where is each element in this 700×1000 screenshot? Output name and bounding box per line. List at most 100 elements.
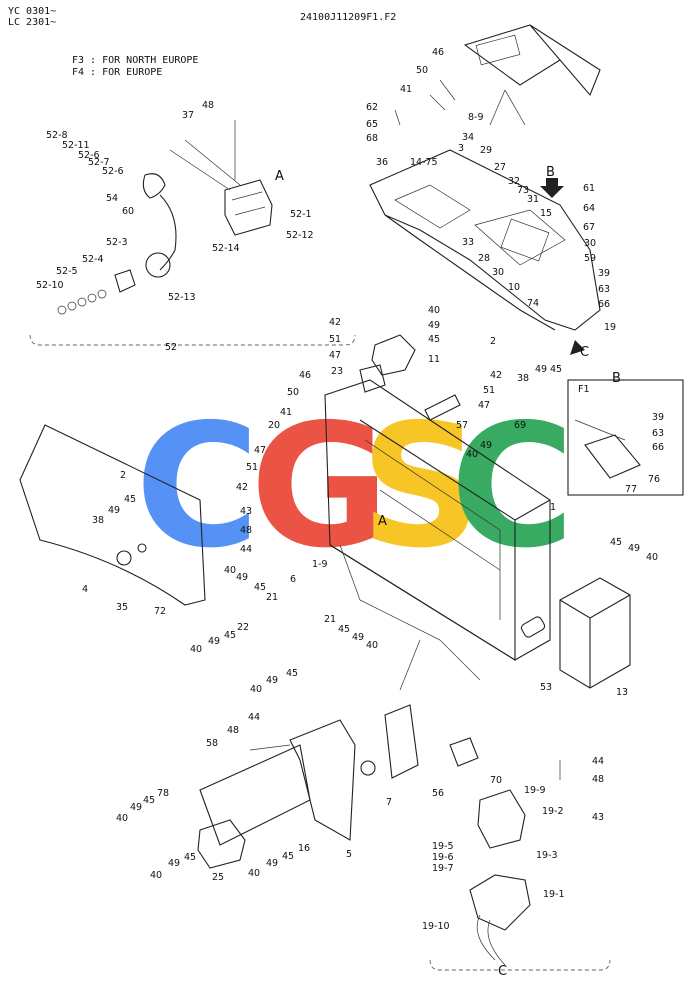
label-44a: 44 xyxy=(240,544,252,555)
watermark: C G S C xyxy=(135,388,575,586)
label-50b: 50 xyxy=(287,387,299,398)
leader-misc xyxy=(249,544,561,780)
label-51a: 51 xyxy=(329,334,341,345)
label-27: 27 xyxy=(494,162,506,173)
label-45h: 45 xyxy=(610,537,622,548)
label-15: 15 xyxy=(540,208,552,219)
console-frame-slot xyxy=(394,184,471,229)
label-41b: 41 xyxy=(280,407,292,418)
label-66b: 66 xyxy=(652,442,664,453)
label-33: 33 xyxy=(462,237,474,248)
label-44b: 44 xyxy=(248,712,260,723)
bracket-16 xyxy=(199,744,311,846)
label-3: 3 xyxy=(458,143,464,154)
label-25: 25 xyxy=(212,872,224,883)
line-art xyxy=(19,24,684,971)
label-40a: 40 xyxy=(428,305,440,316)
label-76: 76 xyxy=(648,474,660,485)
label-2x: 2 xyxy=(120,470,126,481)
label-49i: 49 xyxy=(628,543,640,554)
bracket-52-1 xyxy=(224,179,273,236)
label-52-4: 52-4 xyxy=(82,254,104,265)
label-10: 10 xyxy=(508,282,520,293)
label-61: 61 xyxy=(583,183,595,194)
label-46b: 46 xyxy=(299,370,311,381)
callout-b-top: B xyxy=(546,165,555,180)
watermark-letter-c1: C xyxy=(135,388,260,586)
washer-row-1 xyxy=(57,305,67,315)
washer-row-2 xyxy=(67,301,77,311)
relay-wires xyxy=(476,914,506,966)
group-c-border xyxy=(429,959,611,971)
callout-a-body: A xyxy=(378,514,387,529)
label-1: 1 xyxy=(550,502,556,513)
detail-f1-leader xyxy=(574,419,626,441)
label-74: 74 xyxy=(527,298,539,309)
label-78: 78 xyxy=(157,788,169,799)
callout-f1: F1 xyxy=(578,384,590,395)
label-43a: 43 xyxy=(240,506,252,517)
label-23: 23 xyxy=(331,366,343,377)
label-45c: 45 xyxy=(124,494,136,505)
label-38b: 38 xyxy=(92,515,104,526)
callout-b-detail-title: B xyxy=(612,371,621,386)
cover-11 xyxy=(371,334,416,376)
label-45e: 45 xyxy=(224,630,236,641)
relay-19-2 xyxy=(477,789,526,849)
unit-25 xyxy=(197,819,246,869)
label-58: 58 xyxy=(206,738,218,749)
washer-row-3 xyxy=(77,297,87,307)
label-45d: 45 xyxy=(254,582,266,593)
label-35: 35 xyxy=(116,602,128,613)
label-42a: 42 xyxy=(329,317,341,328)
label-49k: 49 xyxy=(168,858,180,869)
label-52-14: 52-14 xyxy=(212,243,240,254)
arrow-b xyxy=(540,178,564,198)
bracket-52-1-inner xyxy=(231,191,266,216)
label-49j: 49 xyxy=(130,802,142,813)
label-48c: 48 xyxy=(227,725,239,736)
arrow-c xyxy=(570,335,588,355)
console-body-slot xyxy=(520,616,546,638)
label-49f: 49 xyxy=(208,636,220,647)
relay-19-1 xyxy=(469,874,531,931)
label-40b: 40 xyxy=(466,449,478,460)
washer-row-5 xyxy=(97,289,107,299)
label-52-12: 52-12 xyxy=(286,230,314,241)
console-body-front xyxy=(329,419,516,661)
label-66a: 66 xyxy=(598,299,610,310)
lever-base xyxy=(145,252,171,278)
label-21b: 21 xyxy=(324,614,336,625)
callout-a-top: A xyxy=(275,169,284,184)
label-40f: 40 xyxy=(250,684,262,695)
drawing-code: 24100J11209F1.F2 xyxy=(300,12,396,23)
label-47a: 47 xyxy=(329,350,341,361)
part-7 xyxy=(360,760,376,776)
label-45g: 45 xyxy=(286,668,298,679)
label-32: 32 xyxy=(508,176,520,187)
part-labels: 46 50 41 8-9 62 65 68 36 14-75 34 3 29 2… xyxy=(36,47,664,932)
label-42c: 42 xyxy=(236,482,248,493)
label-43b: 43 xyxy=(592,812,604,823)
leader-8-9 xyxy=(489,89,526,126)
washer-row-4 xyxy=(87,293,97,303)
label-20: 20 xyxy=(268,420,280,431)
label-40g: 40 xyxy=(646,552,658,563)
label-49a: 49 xyxy=(428,320,440,331)
label-30a: 30 xyxy=(584,238,596,249)
label-19-10: 19-10 xyxy=(422,921,450,932)
console-frame-panel xyxy=(474,209,566,266)
label-49h: 49 xyxy=(266,675,278,686)
label-38a: 38 xyxy=(517,373,529,384)
label-52-3: 52-3 xyxy=(106,237,128,248)
label-49d: 49 xyxy=(108,505,120,516)
label-73: 73 xyxy=(517,185,529,196)
label-36: 36 xyxy=(376,157,388,168)
label-37: 37 xyxy=(182,110,194,121)
callout-c-bottom: C xyxy=(498,964,507,979)
label-46a: 46 xyxy=(432,47,444,58)
label-39a: 39 xyxy=(598,268,610,279)
side-panel-hole-large xyxy=(116,550,132,566)
watermark-letter-c2: C xyxy=(450,388,575,586)
